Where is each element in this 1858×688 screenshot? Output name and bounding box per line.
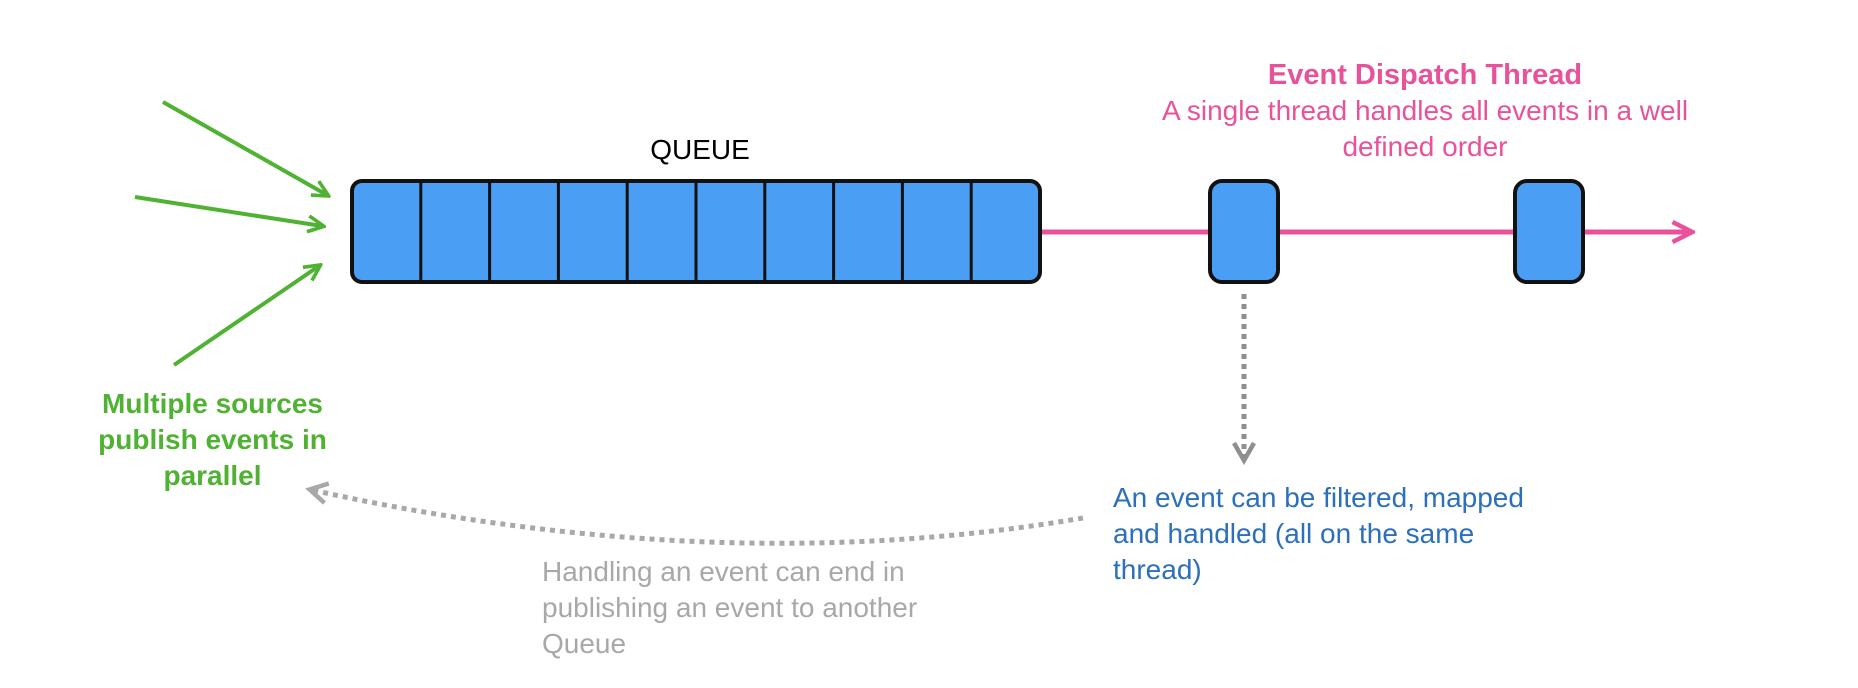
source-arrow-top xyxy=(162,100,327,195)
sources-label: Multiple sources publish events in paral… xyxy=(98,388,327,491)
source-arrows xyxy=(134,100,327,367)
queue xyxy=(350,179,1042,284)
source-arrow-bottom xyxy=(172,266,319,367)
source-arrow-middle xyxy=(134,195,322,226)
queue-dividers xyxy=(419,181,973,282)
republish-dotted-arrow xyxy=(305,481,1084,546)
event-handling-label: An event can be filtered, mapped and han… xyxy=(1113,482,1524,585)
thread-title: Event Dispatch Thread xyxy=(1267,59,1583,91)
queue-label: QUEUE xyxy=(650,134,750,165)
thread-event-block-2 xyxy=(1513,179,1585,284)
thread-event-block-1 xyxy=(1208,179,1280,284)
republish-label: Handling an event can end in publishing … xyxy=(542,556,918,659)
thread-description: A single thread handles all events in a … xyxy=(1161,95,1689,162)
